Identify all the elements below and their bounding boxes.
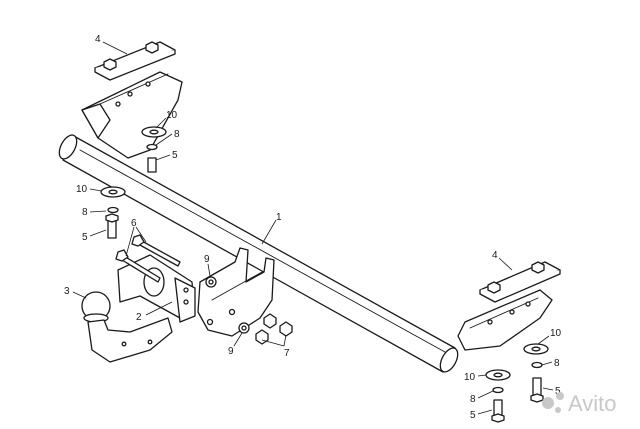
left-top-fasteners — [141, 126, 167, 173]
label-washer-right-bottom: 10 — [464, 372, 476, 383]
label-washer-left-top: 10 — [166, 110, 178, 121]
right-plate — [479, 261, 561, 303]
tow-bracket — [117, 254, 196, 323]
label-spring-left-bottom: 8 — [82, 207, 88, 218]
avito-logo-icon — [542, 397, 554, 409]
right-top-fasteners — [523, 343, 549, 403]
avito-watermark: Avito — [542, 391, 617, 416]
label-washer-bracket-top: 9 — [204, 254, 210, 265]
label-tow-bracket: 2 — [136, 312, 142, 323]
part-labels: 1 2 3 4 4 5 5 5 5 6 7 8 8 8 8 9 9 10 10 … — [64, 34, 562, 421]
label-bar: 1 — [276, 212, 282, 223]
left-bottom-fasteners — [100, 186, 126, 239]
label-washer-left-bottom: 10 — [76, 184, 88, 195]
center-hitch-bracket — [197, 247, 275, 337]
label-tow-ball: 3 — [64, 286, 70, 297]
label-spring-right-bottom: 8 — [470, 394, 476, 405]
right-mount-bracket — [457, 289, 553, 351]
main-crossbar — [58, 134, 459, 373]
right-bottom-fasteners — [485, 369, 511, 423]
tow-ball — [81, 291, 173, 363]
label-spring-left-top: 8 — [174, 129, 180, 140]
bracket-washers-nuts — [205, 276, 293, 345]
label-bolt-left-top: 5 — [172, 150, 178, 161]
label-plate-left: 4 — [95, 34, 101, 45]
watermark-text: Avito — [568, 391, 617, 416]
bolts-pair — [115, 234, 181, 283]
leader-lines — [72, 41, 554, 415]
label-spring-right-top: 8 — [554, 358, 560, 369]
label-plate-right: 4 — [492, 250, 498, 261]
label-bolt-right-bottom: 5 — [470, 410, 476, 421]
label-bolts-pair: 6 — [131, 218, 137, 229]
label-nuts: 7 — [284, 348, 290, 359]
label-washer-bracket-bottom: 9 — [228, 346, 234, 357]
label-bolt-left-bottom: 5 — [82, 232, 88, 243]
label-bolt-right-top: 5 — [555, 386, 561, 397]
left-plate — [94, 41, 176, 81]
label-washer-right-top: 10 — [550, 328, 562, 339]
